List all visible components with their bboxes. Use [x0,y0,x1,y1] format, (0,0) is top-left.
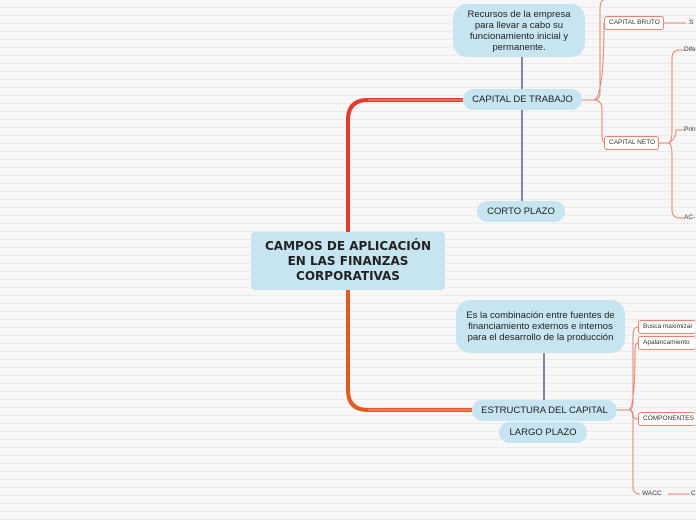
topic-corto-plazo[interactable]: CORTO PLAZO [477,201,565,222]
leaf-capital-neto[interactable]: CAPITAL NETO [604,136,659,150]
branch-capital-trabajo[interactable]: CAPITAL DE TRABAJO [463,89,582,110]
leaf-capital-bruto[interactable]: CAPITAL BRUTO [604,16,664,30]
note-capital-trabajo[interactable]: Recursos de la empresa para llevar a cab… [453,4,585,57]
branch-estructura-capital[interactable]: ESTRUCTURA DEL CAPITAL [472,400,617,421]
note-estructura-capital[interactable]: Es la combinación entre fuentes de finan… [456,300,625,353]
leaf-wacc-child[interactable]: C [691,490,696,497]
leaf-wacc[interactable]: WACC [642,490,662,497]
leaf-apalancamiento[interactable]: Apalancamiento [638,336,696,350]
leaf-busca-maximizar[interactable]: Busca maximizar [638,320,696,334]
leaf-componentes[interactable]: COMPONENTES [638,412,696,426]
leaf-capital-bruto-child[interactable]: S [689,19,694,26]
leaf-capital-neto-child-3[interactable]: AC- [684,214,696,221]
topic-largo-plazo[interactable]: LARGO PLAZO [499,422,587,443]
leaf-capital-neto-child-2[interactable]: Prin [684,126,696,133]
central-topic[interactable]: CAMPOS DE APLICACIÓN EN LAS FINANZAS COR… [251,232,445,290]
leaf-capital-neto-child-1[interactable]: Dife [684,46,696,53]
